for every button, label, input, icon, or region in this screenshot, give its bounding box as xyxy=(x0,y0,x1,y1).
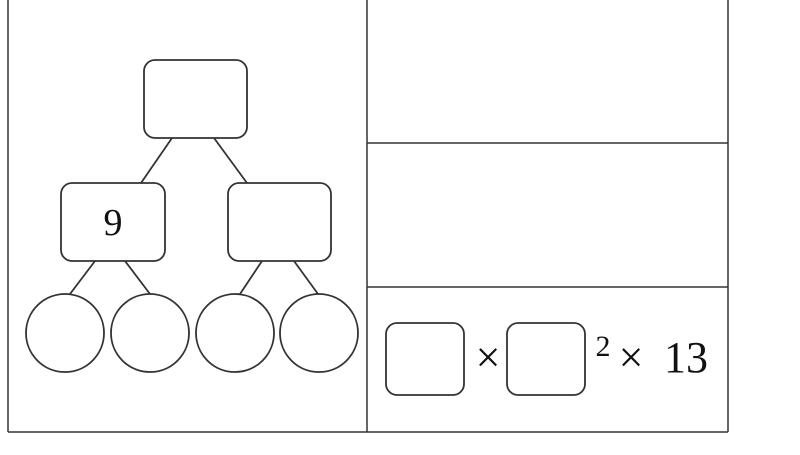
branch-right-leaf-3 xyxy=(239,260,263,295)
multiply-sign-2: × xyxy=(619,333,644,382)
left-box-value: 9 xyxy=(104,202,123,244)
factor-tree-top-box[interactable] xyxy=(143,59,248,139)
factor-tree-right-box[interactable] xyxy=(227,182,332,262)
branch-left-leaf-1 xyxy=(69,260,96,295)
branch-right-leaf-4 xyxy=(293,260,319,295)
factor-tree-leaf-2[interactable] xyxy=(110,293,190,373)
expression-answer-box-1[interactable] xyxy=(385,322,465,396)
factor-tree-left-box[interactable]: 9 xyxy=(60,182,166,262)
branch-top-right xyxy=(213,137,248,184)
branch-left-leaf-2 xyxy=(124,260,151,295)
factor-tree-leaf-1[interactable] xyxy=(25,293,105,373)
branch-top-left xyxy=(140,137,173,184)
constant-factor-label: 13 xyxy=(664,333,708,382)
table-grid xyxy=(7,0,729,433)
factor-tree-leaf-4[interactable] xyxy=(279,293,359,373)
factor-tree-branches xyxy=(69,137,319,295)
multiply-sign-1: × xyxy=(476,333,501,382)
factor-tree-leaf-3[interactable] xyxy=(195,293,275,373)
factorization-expression: × 2 × 13 xyxy=(385,322,708,396)
expression-answer-box-2[interactable] xyxy=(506,322,586,396)
exponent-label: 2 xyxy=(596,330,611,363)
